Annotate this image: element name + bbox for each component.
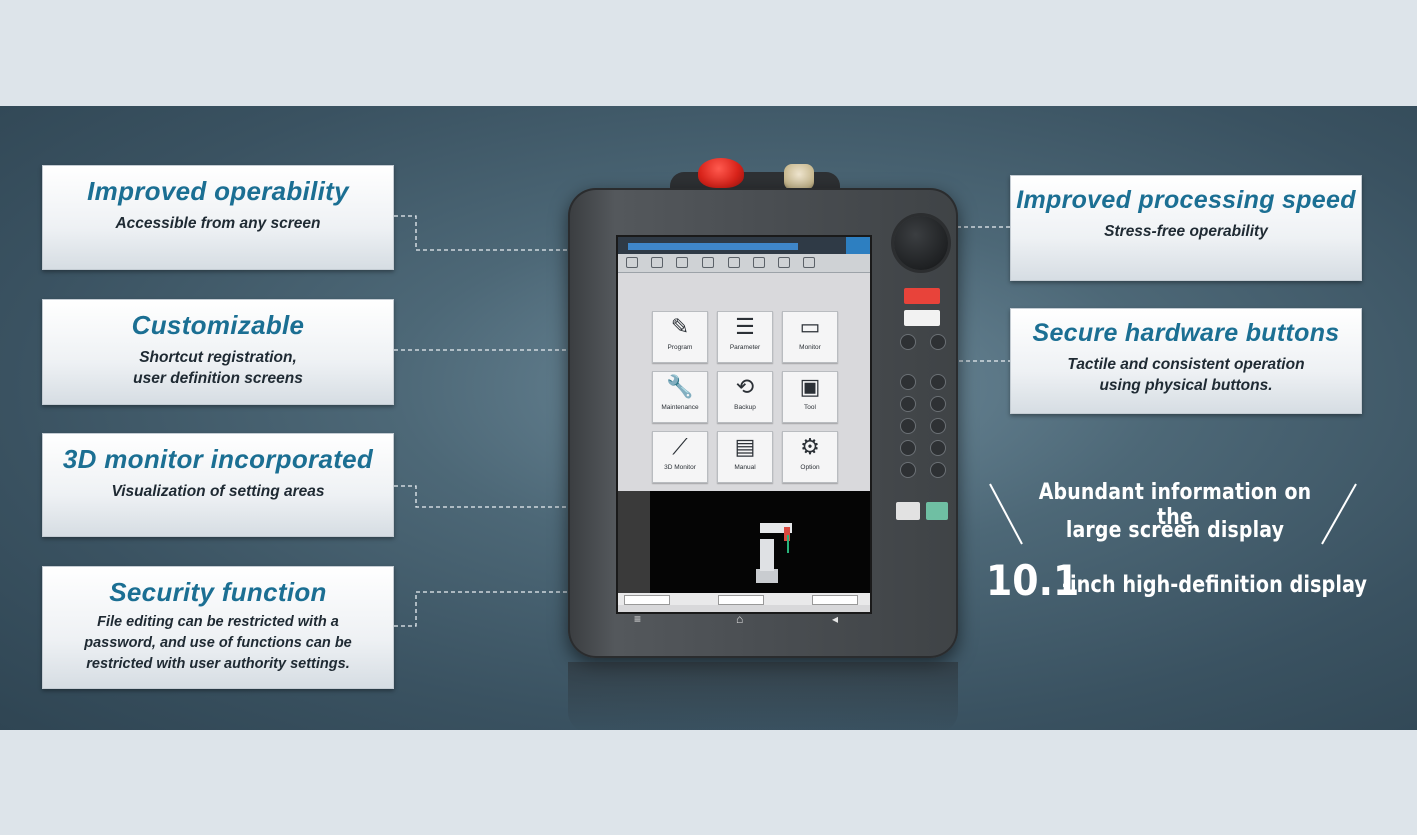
toolbox-icon: ▣: [799, 374, 821, 399]
display-size-number: 10.1: [986, 556, 1080, 605]
feature-title: Customizable: [131, 310, 305, 340]
wrench-icon: 🔧: [666, 374, 694, 399]
monitor-icon: ▭: [799, 314, 821, 339]
status-cell[interactable]: [718, 595, 764, 605]
stop-button[interactable]: [904, 288, 940, 304]
menu-tile-3d-monitor[interactable]: ⟋ 3D Monitor: [652, 431, 708, 483]
home-icon[interactable]: ⌂: [736, 612, 744, 626]
hw-button[interactable]: [930, 374, 946, 390]
hw-button[interactable]: [900, 374, 916, 390]
start-button[interactable]: [904, 310, 940, 326]
feature-title: Security function: [109, 577, 327, 607]
feature-desc: File editing can be restricted with a pa…: [84, 614, 352, 672]
status-cell[interactable]: [624, 595, 670, 605]
tile-label: Manual: [734, 464, 756, 471]
tile-label: Monitor: [799, 344, 821, 351]
screen-toolbar: [618, 254, 870, 273]
gear-icon: ⚙: [800, 434, 820, 459]
feature-card-customizable: Customizable Shortcut registration, user…: [42, 299, 394, 405]
feature-card-security: Security function File editing can be re…: [42, 566, 394, 689]
robot-3d-icon: ⟋: [672, 434, 688, 459]
toolbar-file-icon[interactable]: [728, 257, 740, 268]
toolbar-maintenance-icon[interactable]: [702, 257, 714, 268]
menu-tile-maintenance[interactable]: 🔧 Maintenance: [652, 371, 708, 423]
feature-card-hardware-buttons: Secure hardware buttons Tactile and cons…: [1010, 308, 1362, 414]
feature-desc: Stress-free operability: [1104, 223, 1268, 240]
promo-line-2: large screen display: [1065, 518, 1285, 543]
menu-tile-option[interactable]: ⚙ Option: [782, 431, 838, 483]
emergency-stop-button[interactable]: [698, 158, 744, 188]
pendant-screen: ✎ Program ☰ Parameter ▭ Monitor 🔧 Mainte…: [616, 235, 872, 614]
tile-label: Parameter: [729, 344, 761, 351]
feature-card-processing-speed: Improved processing speed Stress-free op…: [1010, 175, 1362, 281]
toolbar-monitor-icon[interactable]: [676, 257, 688, 268]
toolbar-program-icon[interactable]: [651, 257, 663, 268]
feature-title: Secure hardware buttons: [1032, 319, 1340, 347]
hw-button[interactable]: [930, 396, 946, 412]
menu-tile-program[interactable]: ✎ Program: [652, 311, 708, 363]
menu-tile-monitor[interactable]: ▭ Monitor: [782, 311, 838, 363]
menu-icon[interactable]: ≡: [634, 612, 642, 626]
hero-banner: Improved operability Accessible from any…: [0, 106, 1417, 730]
feature-desc: Shortcut registration, user definition s…: [133, 349, 303, 387]
3d-monitor-sidebar: [618, 491, 650, 593]
feature-desc: Accessible from any screen: [115, 215, 321, 232]
feature-title: 3D monitor incorporated: [62, 444, 374, 474]
mode-key-switch[interactable]: [784, 164, 814, 190]
toolbar-tool-icon[interactable]: [753, 257, 765, 268]
tile-label: Tool: [804, 404, 816, 411]
enter-button[interactable]: [926, 502, 948, 520]
hw-button[interactable]: [930, 334, 946, 350]
manual-icon: ▤: [734, 434, 756, 459]
program-icon: ✎: [670, 314, 690, 339]
status-cell[interactable]: [812, 595, 858, 605]
screen-nav-bar: ≡ ⌂ ◂: [616, 612, 868, 628]
tile-label: Backup: [734, 404, 756, 411]
menu-tile-tool[interactable]: ▣ Tool: [782, 371, 838, 423]
program-name-bar: [628, 243, 798, 250]
feature-title: Improved operability: [87, 176, 349, 206]
hw-button[interactable]: [930, 440, 946, 456]
tile-label: 3D Monitor: [664, 464, 696, 471]
tile-label: Maintenance: [661, 404, 699, 411]
feature-desc: Visualization of setting areas: [111, 483, 325, 500]
hw-button[interactable]: [930, 418, 946, 434]
back-icon[interactable]: ◂: [832, 612, 839, 626]
toolbar-manual-icon[interactable]: [778, 257, 790, 268]
hw-button[interactable]: [900, 418, 916, 434]
feature-title: Improved processing speed: [1016, 186, 1356, 214]
toolbar-home-icon[interactable]: [626, 257, 638, 268]
parameter-icon: ☰: [735, 314, 755, 339]
feature-card-3d-monitor: 3D monitor incorporated Visualization of…: [42, 433, 394, 537]
main-menu: ✎ Program ☰ Parameter ▭ Monitor 🔧 Mainte…: [618, 273, 870, 491]
menu-tile-parameter[interactable]: ☰ Parameter: [717, 311, 773, 363]
screen-status-bar: [618, 237, 870, 254]
promo-line-1: Abundant information on the: [1038, 480, 1312, 530]
feature-desc: Tactile and consistent operation using p…: [1067, 356, 1305, 394]
speed-indicator[interactable]: [846, 237, 870, 254]
display-size-suffix: -inch high-definition display: [1062, 572, 1367, 598]
screen-status-row: [618, 593, 870, 605]
toolbar-help-icon[interactable]: [803, 257, 815, 268]
jog-dial[interactable]: [894, 216, 948, 270]
3d-monitor-view[interactable]: [618, 491, 870, 593]
menu-tile-backup[interactable]: ⟲ Backup: [717, 371, 773, 423]
hw-button[interactable]: [900, 462, 916, 478]
backup-icon: ⟲: [735, 374, 755, 399]
hw-button[interactable]: [900, 440, 916, 456]
hw-button[interactable]: [900, 334, 916, 350]
feature-card-operability: Improved operability Accessible from any…: [42, 165, 394, 270]
pendant-reflection: [568, 662, 958, 730]
hw-button[interactable]: [930, 462, 946, 478]
robot-arm-model: [756, 523, 792, 583]
tile-label: Option: [800, 464, 820, 471]
tile-label: Program: [667, 344, 693, 351]
hw-button[interactable]: [900, 396, 916, 412]
menu-tile-manual[interactable]: ▤ Manual: [717, 431, 773, 483]
input-button[interactable]: [896, 502, 920, 520]
